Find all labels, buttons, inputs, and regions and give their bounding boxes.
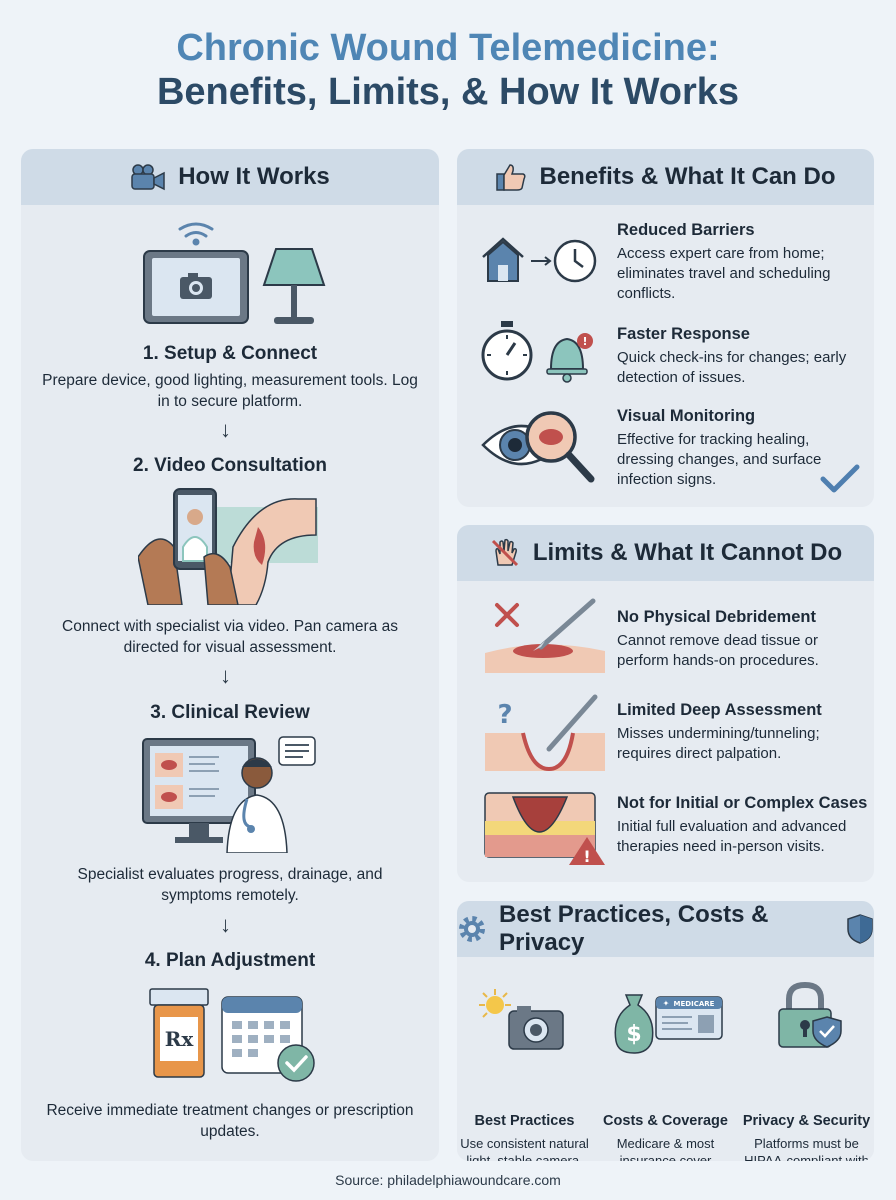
step-4-title: 4. Plan Adjustment <box>144 950 316 971</box>
eye-magnifier-icon <box>481 411 595 483</box>
lock-shield-icon <box>778 981 842 1048</box>
costs-coverage-text: Medicare & most insurance cover telemedi… <box>616 1136 715 1161</box>
limit-1-text: Cannot remove dead tissue or perform han… <box>617 632 819 669</box>
checkmark-icon <box>820 464 860 493</box>
shield-icon <box>847 914 873 944</box>
costs-coverage-title: Costs & Coverage <box>603 1113 728 1129</box>
best-practices-header: Best Practices, Costs & Privacy <box>457 901 874 957</box>
limits-header: Limits & What It Cannot Do <box>457 525 874 581</box>
video-camera-icon <box>131 164 165 191</box>
limits-heading: Limits & What It Cannot Do <box>532 539 843 566</box>
step-4-text: Receive immediate treatment changes or p… <box>46 1102 414 1140</box>
bell-icon: ! <box>546 333 593 383</box>
limit-2-title: Limited Deep Assessment <box>617 701 822 719</box>
probe-tunneling-icon: ? <box>485 694 605 771</box>
title-line-1: Chronic Wound Telemedicine: <box>176 27 720 69</box>
benefits-heading: Benefits & What It Can Do <box>539 163 836 190</box>
stopwatch-bell-icon: ! <box>481 321 593 383</box>
title-line-2: Benefits, Limits, & How It Works <box>156 71 740 113</box>
rx-label: Rx <box>165 1027 195 1051</box>
how-it-works-header: How It Works <box>21 149 439 205</box>
costs-coverage-column: $ MEDICARE ✦ Costs & Coverage Medicare &… <box>598 959 733 1161</box>
svg-text:$: $ <box>626 1022 641 1047</box>
deep-wound-warning-icon: ! <box>484 792 605 866</box>
how-it-works-heading: How It Works <box>178 163 330 190</box>
benefits-header: Benefits & What It Can Do <box>457 149 874 205</box>
phone-video-call-illustration <box>138 488 318 605</box>
warning-icon: ! <box>569 837 605 866</box>
benefit-1-text: Access expert care from home; eliminates… <box>617 245 831 302</box>
privacy-security-title: Privacy & Security <box>742 1113 871 1129</box>
medicare-card-label: MEDICARE <box>674 1000 715 1008</box>
benefit-1-title: Reduced Barriers <box>617 221 755 239</box>
benefit-3-text: Effective for tracking healing, dressing… <box>617 431 822 488</box>
scalpel-debridement-icon <box>485 598 605 673</box>
clinician-monitor-illustration <box>142 736 316 853</box>
how-it-works-panel: How It Works 1. Setup & Connect Prepare … <box>21 149 439 1161</box>
best-practices-column: Best Practices Use consistent natural li… <box>457 959 592 1161</box>
gear-icon <box>459 916 485 942</box>
home-to-clock-icon <box>482 237 597 283</box>
question-mark-icon: ? <box>497 700 512 730</box>
svg-text:!: ! <box>582 335 587 348</box>
limit-3-title: Not for Initial or Complex Cases <box>617 794 868 812</box>
limits-panel: Limits & What It Cannot Do No Physical D… <box>457 525 874 882</box>
money-bag-card-icon: $ MEDICARE ✦ <box>614 994 723 1054</box>
step-3-text: Specialist evaluates progress, drainage,… <box>77 866 383 904</box>
limit-3-text: Initial full evaluation and advanced the… <box>617 818 847 855</box>
step-arrow-1: ↓ <box>220 417 231 442</box>
best-practices-heading: Best Practices, Costs & Privacy <box>499 901 769 956</box>
step-3-title: 3. Clinical Review <box>150 702 310 723</box>
lamp-icon <box>262 248 326 324</box>
benefits-panel: Benefits & What It Can Do Reduced Barrie… <box>457 149 874 507</box>
svg-text:!: ! <box>583 847 590 866</box>
step-1-title: 1. Setup & Connect <box>142 343 318 364</box>
no-touch-hand-icon <box>491 538 518 567</box>
source-credit: Source: philadelphiawoundcare.com <box>335 1172 561 1188</box>
step-2-title: 2. Video Consultation <box>133 455 327 476</box>
limit-1-title: No Physical Debridement <box>617 608 816 626</box>
benefit-2-text: Quick check-ins for changes; early detec… <box>617 349 847 386</box>
step-arrow-2: ↓ <box>220 663 231 688</box>
best-practices-title: Best Practices <box>474 1113 575 1129</box>
best-practices-text: Use consistent natural light, stable cam… <box>460 1136 589 1161</box>
best-practices-panel: Best Practices, Costs & Privacy Best Pra… <box>457 901 874 1161</box>
wifi-icon <box>178 222 214 246</box>
benefit-2-title: Faster Response <box>617 325 750 343</box>
infographic-title: Chronic Wound Telemedicine: Benefits, Li… <box>0 26 896 114</box>
thumbs-up-icon <box>496 164 527 191</box>
camera-icon <box>180 273 212 299</box>
privacy-security-column: Privacy & Security Platforms must be HIP… <box>739 959 874 1161</box>
x-mark-icon <box>495 603 519 627</box>
sun-camera-icon <box>479 989 564 1050</box>
benefit-3-title: Visual Monitoring <box>617 407 756 425</box>
step-1-text: Prepare device, good lighting, measureme… <box>42 372 418 410</box>
privacy-security-text: Platforms must be HIPAA-compliant with e… <box>744 1136 869 1161</box>
step-arrow-3: ↓ <box>220 912 231 937</box>
limit-2-text: Misses undermining/tunneling; requires d… <box>617 725 820 762</box>
tablet-and-lamp-illustration <box>143 222 326 324</box>
svg-text:✦: ✦ <box>663 999 670 1008</box>
prescription-calendar-illustration: Rx <box>149 988 315 1082</box>
check-circle-icon <box>277 1044 315 1082</box>
step-2-text: Connect with specialist via video. Pan c… <box>62 618 398 656</box>
